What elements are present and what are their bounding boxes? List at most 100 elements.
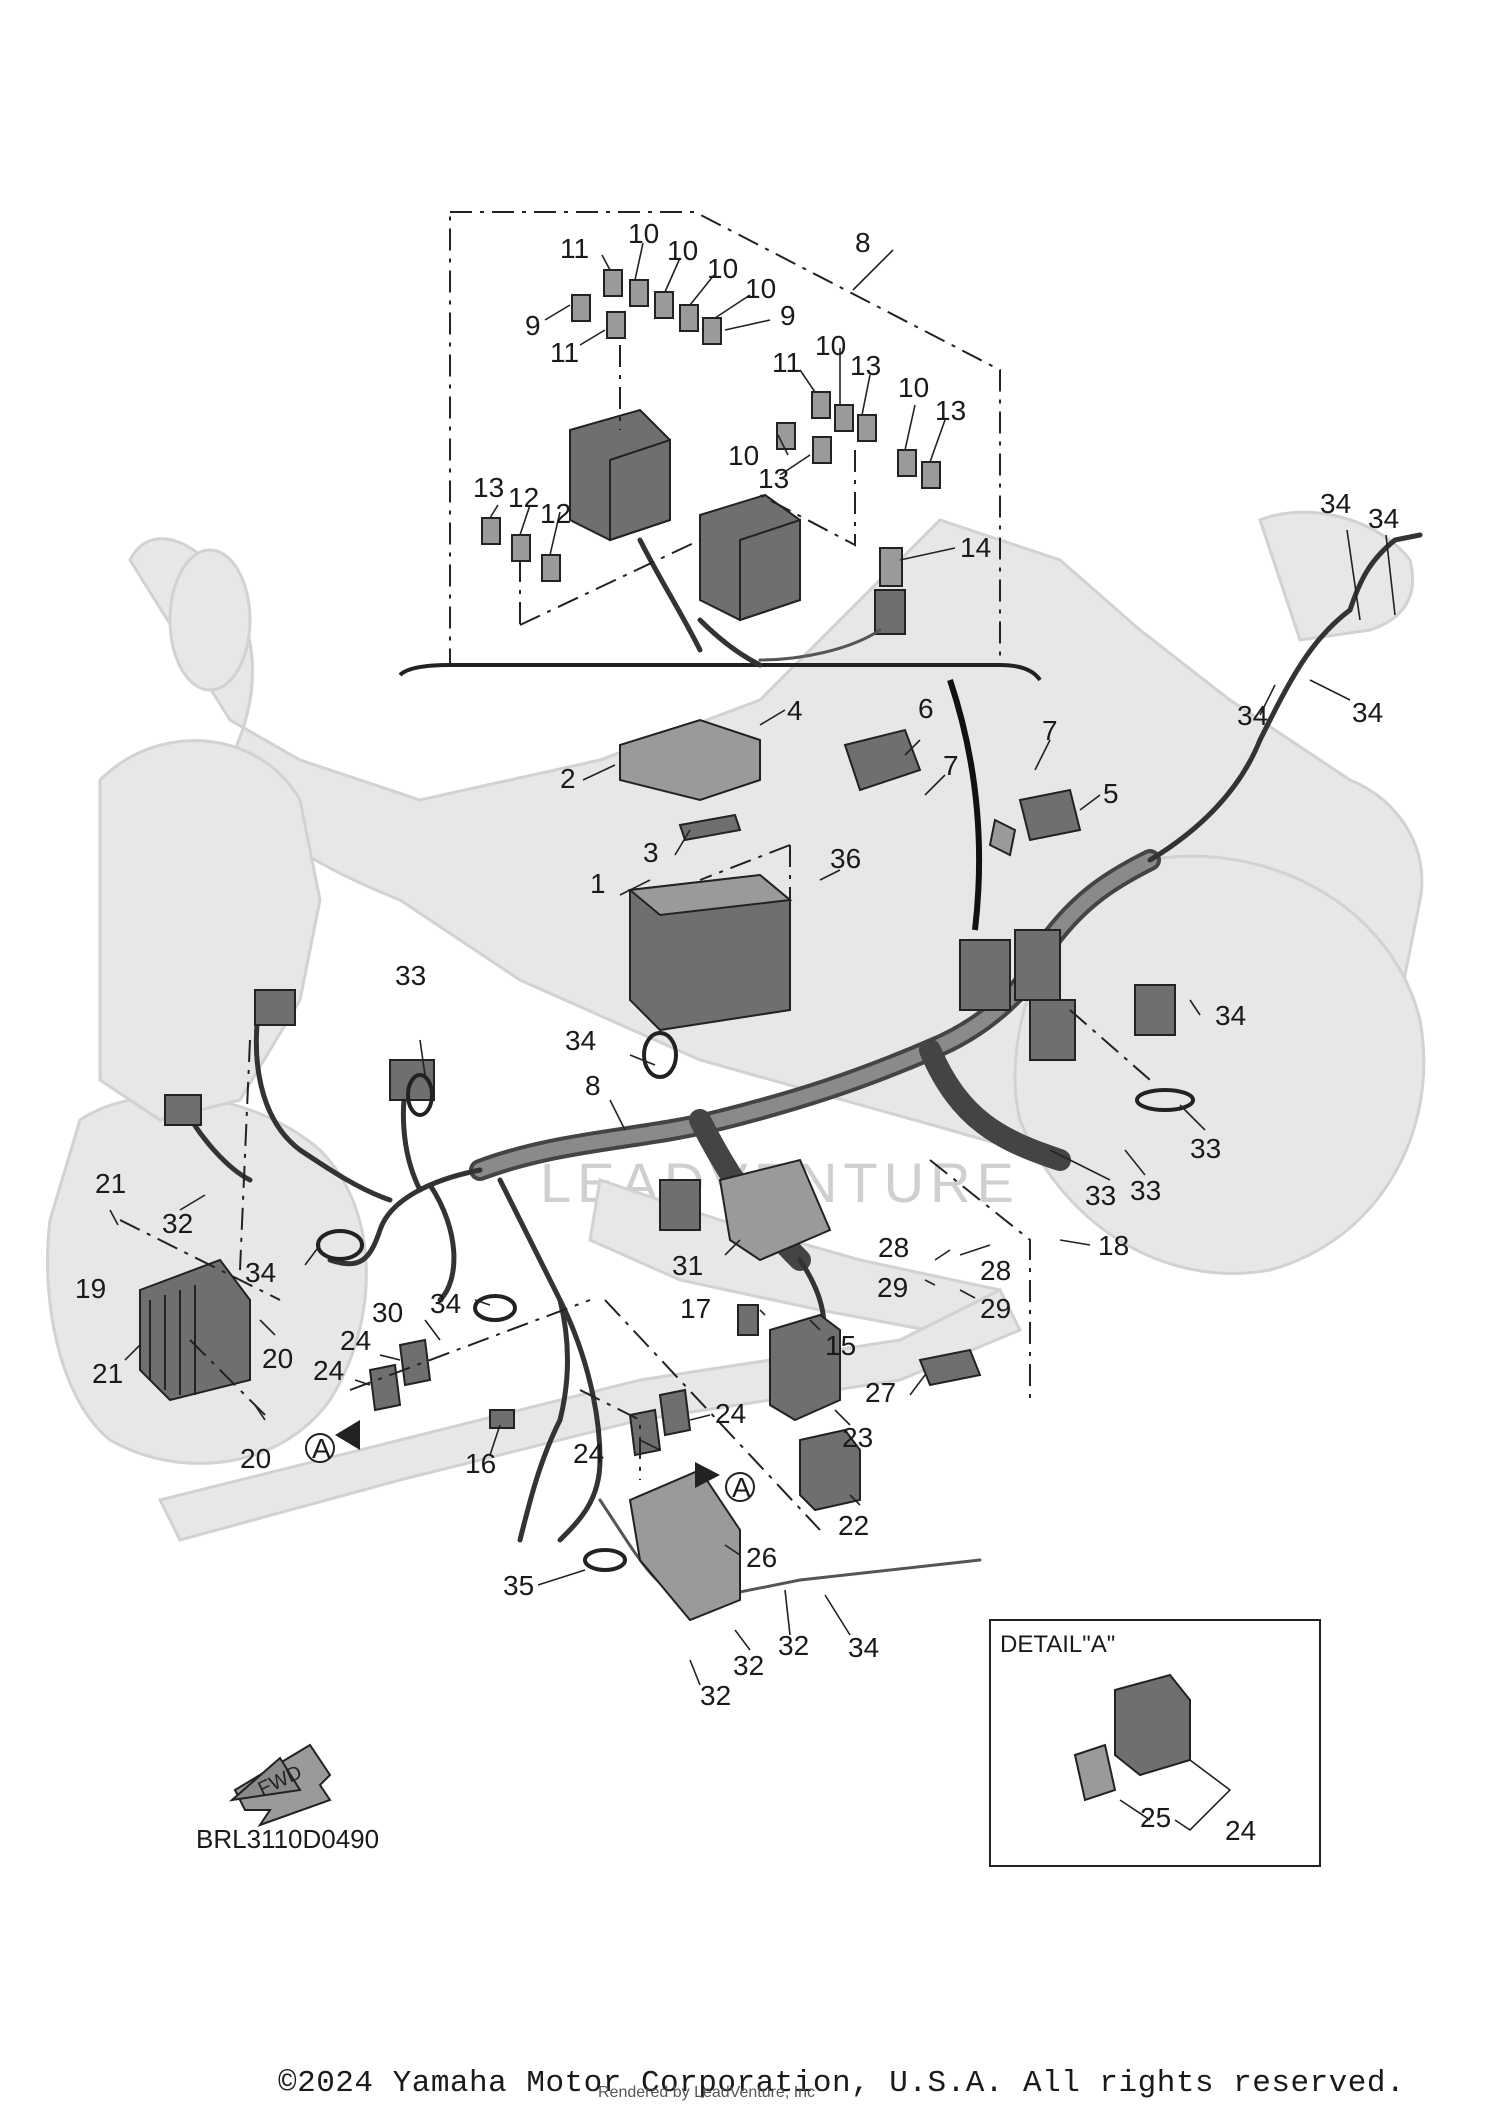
- callout-34: 34: [1368, 503, 1399, 534]
- callout-32: 32: [733, 1650, 764, 1681]
- view-a-label-right: A: [732, 1472, 751, 1503]
- callout-7: 7: [1042, 715, 1058, 746]
- callout-8-top: 8: [855, 227, 871, 258]
- fuse-group: [481, 269, 941, 582]
- callout-9: 9: [525, 310, 541, 341]
- callout-10: 10: [728, 440, 759, 471]
- callout-18: 18: [1098, 1230, 1129, 1261]
- callout-34: 34: [565, 1025, 596, 1056]
- relay-6: [843, 728, 922, 792]
- cable-tie-group: [316, 1031, 1195, 1572]
- callout-35: 35: [503, 1570, 534, 1601]
- fuse-box-housings: [569, 408, 906, 668]
- figure-code: BRL3110D0490: [196, 1824, 380, 1854]
- connector-16: [489, 1409, 515, 1429]
- motorcycle-silhouette: [46, 510, 1426, 1542]
- callout-11: 11: [560, 233, 589, 264]
- render-credit: Rendered by LeadVenture, Inc: [598, 2084, 816, 2101]
- callout-15: 15: [825, 1330, 856, 1361]
- callout-24: 24: [313, 1355, 344, 1386]
- callout-5: 5: [1103, 778, 1119, 809]
- callout-31: 31: [672, 1250, 703, 1281]
- callout-32: 32: [700, 1680, 731, 1711]
- fwd-arrow: FWD: [228, 1743, 332, 1827]
- callout-11: 11: [772, 347, 801, 378]
- callout-28: 28: [878, 1232, 909, 1263]
- callout-24: 24: [715, 1398, 746, 1429]
- callout-13: 13: [758, 463, 789, 494]
- connector-24d: [658, 1388, 692, 1437]
- callout-21: 21: [95, 1168, 126, 1199]
- callout-24: 24: [1225, 1815, 1256, 1846]
- callout-17: 17: [680, 1293, 711, 1324]
- view-a-marker-right: A: [695, 1462, 755, 1503]
- callout-29: 29: [877, 1272, 908, 1303]
- callout-10: 10: [815, 330, 846, 361]
- callout-1: 1: [590, 868, 606, 899]
- connector-27: [918, 1348, 982, 1387]
- lower-parts: [368, 1304, 982, 1622]
- callout-19: 19: [75, 1273, 106, 1304]
- callout-24: 24: [573, 1438, 604, 1469]
- view-a-marker-left: A: [305, 1420, 360, 1464]
- callout-34: 34: [245, 1257, 276, 1288]
- callout-29: 29: [980, 1293, 1011, 1324]
- callout-33: 33: [395, 960, 426, 991]
- callout-10: 10: [898, 372, 929, 403]
- callout-11: 11: [550, 337, 579, 368]
- callout-32: 32: [162, 1208, 193, 1239]
- callout-20: 20: [262, 1343, 293, 1374]
- copyright-notice: ©2024 Yamaha Motor Corporation, U.S.A. A…: [278, 2066, 1406, 2101]
- callout-34: 34: [1215, 1000, 1246, 1031]
- callout-33: 33: [1130, 1175, 1161, 1206]
- callout-13: 13: [850, 350, 881, 381]
- callout-33: 33: [1190, 1133, 1221, 1164]
- callout-27: 27: [865, 1377, 896, 1408]
- battery-pad: [678, 813, 742, 842]
- assembly-lines-detail: [519, 345, 856, 626]
- callout-labels: 8 11 10 10 10 10 9 9 11 11 10 13 10 13 1…: [75, 218, 1399, 1846]
- callout-34: 34: [1320, 488, 1351, 519]
- callout-14: 14: [960, 532, 991, 563]
- relay-22: [799, 1428, 861, 1512]
- fusebox-detail-frame: [449, 211, 1001, 666]
- callout-34: 34: [1237, 700, 1268, 731]
- callout-24: 24: [340, 1325, 371, 1356]
- callout-3: 3: [643, 837, 659, 868]
- sensor-17: [737, 1304, 759, 1336]
- callout-12: 12: [508, 482, 539, 513]
- fusebox-pointer: [947, 679, 983, 931]
- callout-34: 34: [848, 1632, 879, 1663]
- callout-28: 28: [980, 1255, 1011, 1286]
- callout-34: 34: [1352, 697, 1383, 728]
- callout-30: 30: [372, 1297, 403, 1328]
- callout-22: 22: [838, 1510, 869, 1541]
- holder-5: [1018, 788, 1082, 842]
- detail-a-title: DETAIL"A": [1000, 1631, 1116, 1658]
- callout-6: 6: [918, 693, 934, 724]
- callout-20: 20: [240, 1443, 271, 1474]
- connector-group: [164, 929, 1176, 1262]
- callout-9: 9: [780, 300, 796, 331]
- callout-7: 7: [943, 750, 959, 781]
- callout-2: 2: [560, 763, 576, 794]
- battery-bracket: [619, 718, 761, 802]
- callout-13: 13: [935, 395, 966, 426]
- callout-25: 25: [1140, 1802, 1171, 1833]
- callout-21: 21: [92, 1358, 123, 1389]
- view-a-label-left: A: [312, 1433, 331, 1464]
- leader-lines: [109, 242, 1396, 1821]
- assembly-lines-main: [119, 844, 1151, 1531]
- callout-10: 10: [628, 218, 659, 249]
- callout-12: 12: [540, 498, 571, 529]
- callout-4: 4: [787, 695, 803, 726]
- relay-23: [769, 1313, 841, 1422]
- callout-33: 33: [1085, 1180, 1116, 1211]
- connector-24b: [398, 1338, 432, 1387]
- fusebox-detail-bracket: [398, 663, 1042, 682]
- rectifier-19: [139, 1258, 251, 1402]
- callout-13: 13: [473, 472, 504, 503]
- cover-26: [628, 1468, 741, 1622]
- callout-8: 8: [585, 1070, 601, 1101]
